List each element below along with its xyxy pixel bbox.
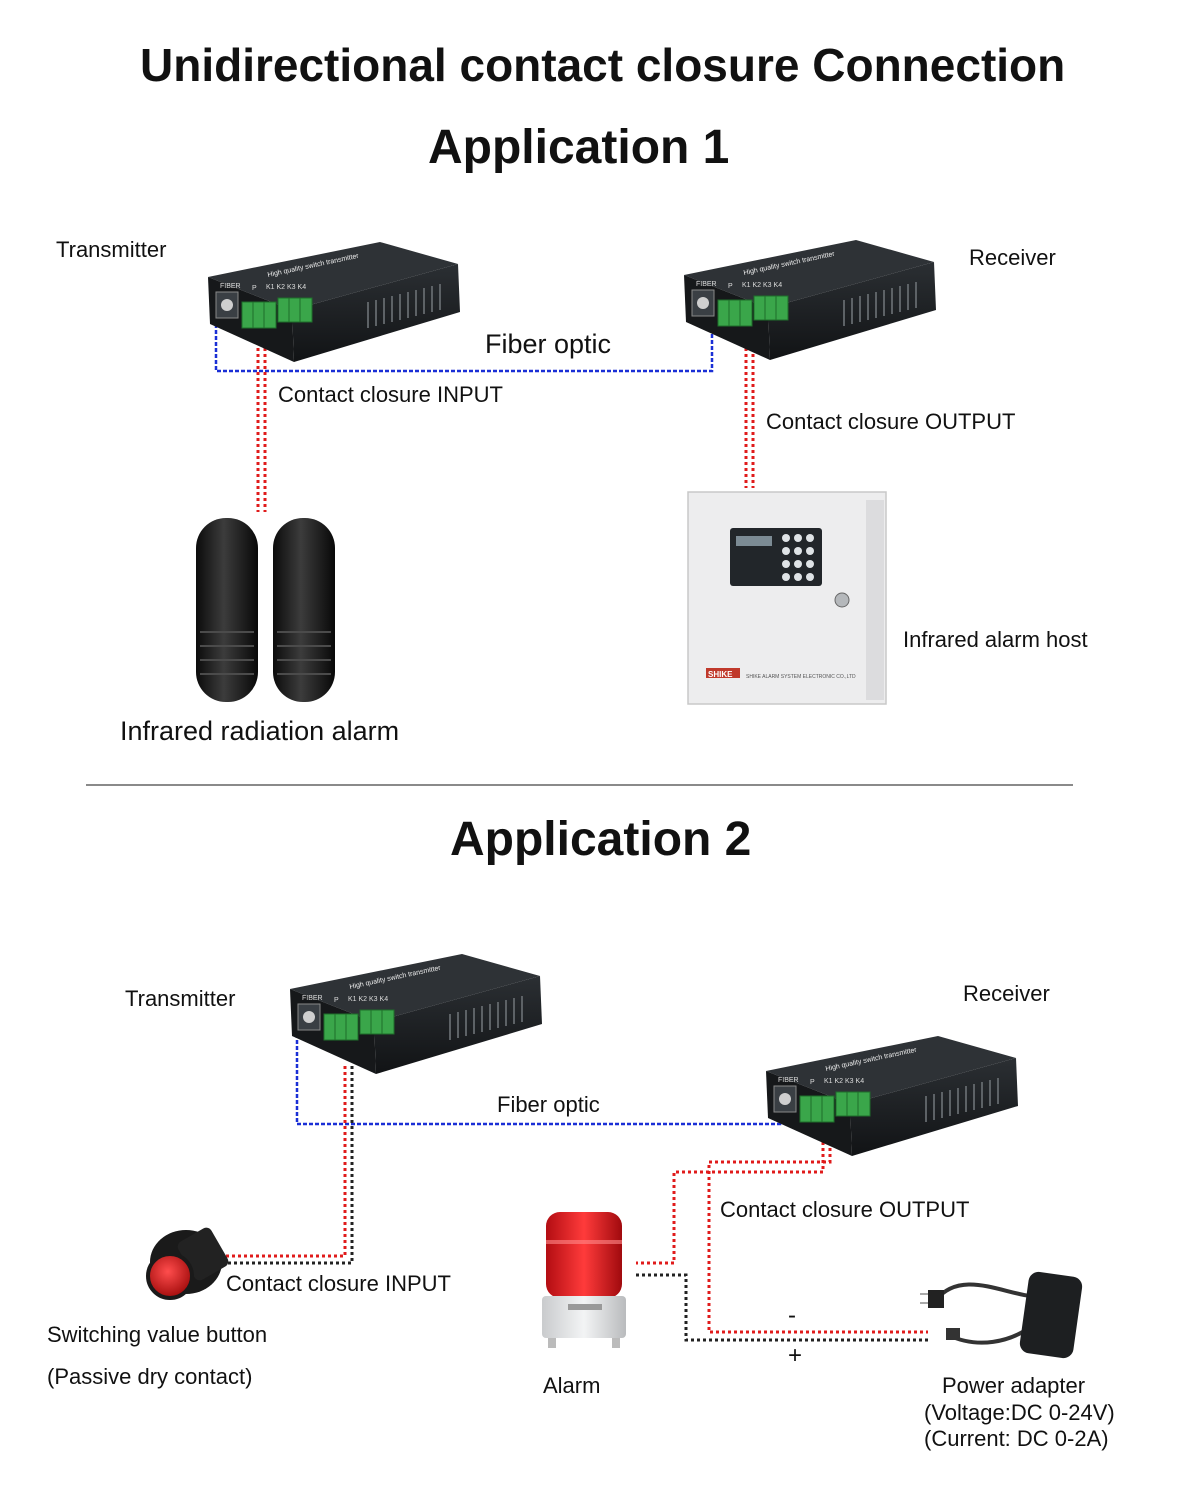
infrared-beam-sensor-icon (196, 518, 335, 702)
app2-button-label: Switching value button (47, 1322, 268, 1347)
app1-host-label: Infrared alarm host (903, 627, 1088, 652)
app2-input-label: Contact closure INPUT (226, 1271, 451, 1296)
app2-transmitter-label: Transmitter (125, 986, 236, 1011)
app1-receiver-label: Receiver (969, 245, 1056, 270)
rotating-alarm-light-icon (542, 1212, 626, 1348)
app1-input-wires (256, 330, 267, 512)
app2-fiber-label: Fiber optic (497, 1092, 600, 1117)
app2-output-label: Contact closure OUTPUT (720, 1197, 970, 1222)
app1-transmitter-label: Transmitter (56, 237, 167, 262)
app2-adapter-label: Power adapter (942, 1373, 1086, 1398)
app2-alarm-label: Alarm (543, 1373, 601, 1398)
app2-adapter-current: (Current: DC 0-2A) (924, 1426, 1109, 1451)
app1-output-wires (744, 348, 755, 488)
push-button-icon (146, 1227, 229, 1300)
app2-receiver-device (765, 1035, 1019, 1157)
app1-output-label: Contact closure OUTPUT (766, 409, 1016, 434)
app1-fiber-label: Fiber optic (485, 329, 612, 359)
plus-sign: + (788, 1342, 803, 1369)
app2-transmitter-device (289, 953, 543, 1075)
app1-fiber-line (214, 312, 714, 373)
app1-receiver-device (683, 239, 937, 361)
app2-output-wires (636, 1142, 928, 1342)
app2-input-wires (226, 1066, 354, 1265)
app2-fiber-line (295, 1028, 782, 1126)
app1-input-label: Contact closure INPUT (278, 382, 503, 407)
app2-receiver-label: Receiver (963, 981, 1050, 1006)
application-2-heading: Application 2 (450, 813, 752, 866)
app2-adapter-voltage: (Voltage:DC 0-24V) (924, 1400, 1115, 1425)
minus-sign: - (788, 1302, 796, 1329)
app1-sensor-label: Infrared radiation alarm (120, 716, 400, 746)
alarm-host-panel-icon: SHIKE SHIKE ALARM SYSTEM ELECTRONIC CO.,… (687, 491, 887, 705)
app1-transmitter-device (207, 241, 461, 363)
host-brand-text: SHIKE (708, 670, 733, 679)
power-adapter-icon (920, 1271, 1083, 1359)
host-company-text: SHIKE ALARM SYSTEM ELECTRONIC CO.,LTD (746, 674, 856, 680)
page-title: Unidirectional contact closure Connectio… (140, 39, 1066, 91)
app2-button-sublabel: (Passive dry contact) (47, 1364, 253, 1389)
application-1-heading: Application 1 (428, 121, 730, 174)
